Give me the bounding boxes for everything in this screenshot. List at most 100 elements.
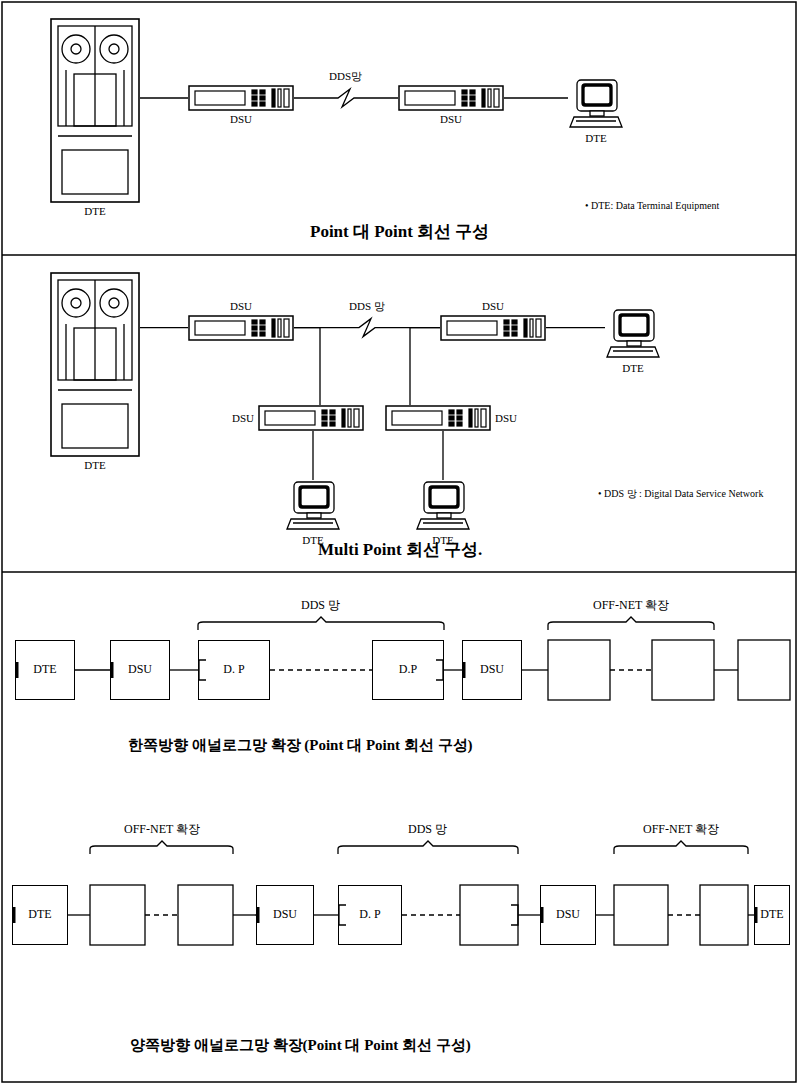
drawing-stroke: [62, 289, 90, 317]
drawing-stroke: [189, 86, 293, 110]
drawing-stroke: [294, 482, 334, 513]
drawing-stroke: [457, 410, 462, 414]
drawing-stroke: [58, 280, 132, 380]
offnet-box: [178, 885, 233, 945]
offnet-box: [548, 640, 610, 700]
drawing-stroke: [504, 320, 509, 324]
dsu-unit-drawing: [385, 405, 491, 431]
network-label: DDS망: [327, 70, 364, 83]
drawing-stroke: [58, 135, 132, 136]
drawing-stroke: [189, 316, 293, 340]
node-label: DSU: [482, 300, 504, 313]
dds-box: [460, 885, 518, 945]
drawing-stroke: [470, 102, 475, 106]
drawing-stroke: [74, 328, 116, 380]
drawing-stroke: [449, 416, 454, 420]
drawing-stroke: [449, 422, 454, 426]
drawing-stroke: [457, 416, 462, 420]
node-label: DTE: [760, 908, 783, 922]
drawing-stroke: [405, 91, 455, 105]
process-box: DSU: [462, 640, 522, 700]
drawing-stroke: [299, 486, 329, 508]
drawing-stroke: [50, 272, 140, 457]
panel-separator: [2, 571, 796, 573]
dsu-unit-drawing: [188, 315, 294, 341]
drawing-stroke: [94, 280, 95, 380]
tape-drive-dte-drawing: [50, 18, 140, 203]
terminal-dte: DTE: [415, 480, 471, 547]
drawing-stroke: [260, 326, 265, 330]
process-box: D. P: [198, 640, 270, 700]
connector: [75, 669, 110, 670]
dsu-unit-drawing: [440, 315, 546, 341]
drawing-stroke: [399, 86, 503, 110]
port-mark: [436, 660, 443, 680]
drawing-stroke: [188, 85, 294, 111]
connector: [294, 328, 320, 405]
drawing-stroke: [512, 326, 517, 330]
tape-drive-dte-drawing: [50, 272, 140, 457]
drawing-stroke: [504, 332, 509, 336]
drawing-stroke: [94, 26, 95, 126]
node-label: DSU: [230, 300, 252, 313]
bracket-label: OFF-NET 확장: [643, 822, 719, 836]
drawing-stroke: [109, 44, 119, 54]
wire: [596, 914, 614, 915]
drawing-stroke: [272, 89, 275, 107]
connector: [444, 669, 462, 670]
drawing-stroke: [51, 19, 139, 202]
node-label: DSU: [440, 113, 462, 126]
drawing-stroke: [348, 409, 351, 427]
drawing-stroke: [301, 488, 327, 506]
drawing-stroke: [62, 404, 128, 448]
dsu-unit-drawing: [398, 85, 504, 111]
process-box: DTE: [754, 885, 790, 945]
node-label: D. P: [223, 663, 244, 677]
connector: [442, 431, 443, 480]
dashed-wire: [610, 669, 652, 670]
drawing-stroke: [424, 482, 464, 513]
panel3-drawing: [17, 617, 790, 700]
drawing-stroke: [619, 314, 649, 336]
drawing-stroke: [260, 102, 265, 106]
drawing-stroke: [109, 298, 119, 308]
drawing-stroke: [481, 409, 486, 427]
drawing-stroke: [577, 80, 617, 111]
offnet-box: [652, 640, 714, 700]
drawing-stroke: [462, 90, 467, 94]
figure-caption: 양쪽방향 애널로그망 확장(Point 대 Point 회선 구성): [130, 1036, 471, 1054]
node-label: DTE: [585, 132, 606, 145]
node-label: DSU: [230, 113, 252, 126]
drawing-stroke: [71, 44, 81, 54]
drawing-stroke: [195, 321, 245, 335]
drawing-stroke: [51, 273, 139, 456]
drawing-stroke: [614, 310, 654, 341]
drawing-stroke: [613, 350, 653, 351]
drawing-stroke: [260, 90, 265, 94]
drawing-stroke: [342, 409, 345, 427]
drawing-stroke: [272, 319, 275, 337]
wire: [522, 669, 548, 670]
process-box: DTE: [12, 885, 68, 945]
drawing-stroke: [293, 522, 333, 523]
bracket: [198, 617, 444, 630]
drawing-stroke: [494, 89, 499, 107]
drawing-stroke: [415, 480, 471, 532]
drawing-stroke: [524, 319, 527, 337]
drawing-stroke: [65, 70, 66, 126]
tape-drive-dte: DTE: [50, 272, 140, 472]
drawing-stroke: [470, 90, 475, 94]
drawing-stroke: [252, 102, 257, 106]
connector: [140, 327, 188, 328]
drawing-stroke: [570, 117, 622, 127]
drawing-stroke: [417, 519, 469, 529]
drawing-stroke: [58, 26, 132, 126]
node-label: D. P: [359, 908, 380, 922]
drawing-stroke: [568, 78, 624, 130]
drawing-stroke: [447, 321, 497, 335]
port-mark: [339, 905, 346, 925]
process-box: DTE: [15, 640, 75, 700]
drawing-stroke: [252, 96, 257, 100]
drawing-stroke: [482, 89, 485, 107]
